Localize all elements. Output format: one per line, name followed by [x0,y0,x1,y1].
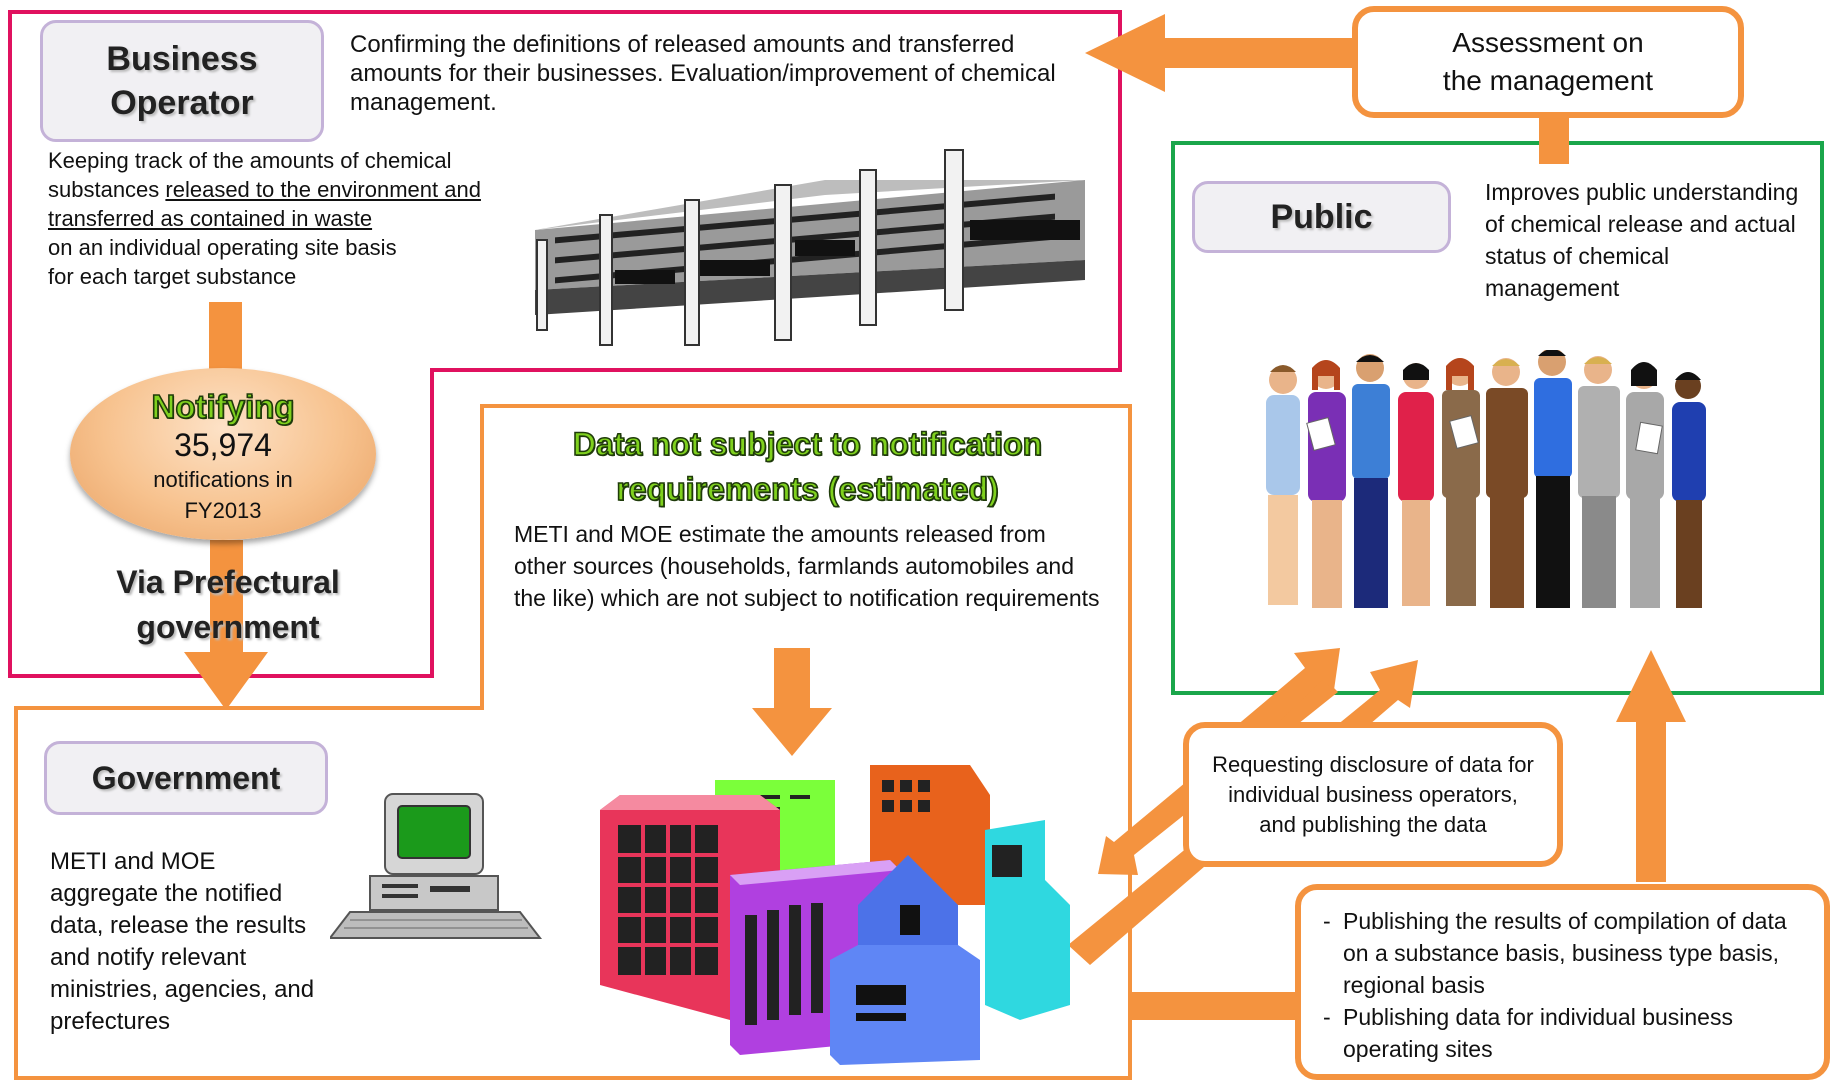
people-group-illustration [1266,350,1706,608]
data-not-subject-title-line-2: requirements (estimated) [616,470,1000,508]
requesting-box: Requesting disclosure of data for indivi… [1183,722,1563,867]
publishing-item-1: -Publishing the results of compilation o… [1323,908,1787,998]
public-frame [1171,141,1824,695]
via-prefectural-text: Via Prefectural government [88,560,368,650]
tracking-line-5: for each target substance [48,264,297,289]
via-prefectural-line-2: government [136,609,320,645]
arrow-gov-to-publishing [1132,992,1298,1020]
tracking-line-3: transferred as contained in waste [48,206,373,231]
tracking-line-2: substances released to the environment a… [48,177,481,202]
data-not-subject-title-line-1: Data not subject to notification [572,425,1043,463]
government-text: METI and MOE aggregate the notified data… [50,848,315,1035]
arrow-stem-publish-up [1636,720,1666,882]
publishing-item-2: -Publishing data for individual business… [1323,1004,1733,1062]
business-operator-header-text: Confirming the definitions of released a… [350,31,1056,116]
public-text: Improves public understanding of chemica… [1485,179,1799,301]
assessment-box: Assessment on the management [1352,6,1744,118]
data-not-subject-text: METI and MOE estimate the amounts releas… [514,521,1100,611]
arrow-data-down [752,648,832,756]
publishing-box: -Publishing the results of compilation o… [1295,884,1830,1080]
public-label: Public [1192,181,1451,253]
arrow-publish-up-head [1616,650,1686,722]
tracking-line-1: Keeping track of the amounts of chemical [48,148,452,173]
notifying-title: Notifying [151,387,296,426]
notifying-line-1: notifications in [153,467,293,492]
assessment-line-2: the management [1442,65,1654,96]
business-operator-label: Business Operator [40,20,324,142]
factory-building-illustration [535,149,1085,346]
arrow-assessment-to-operator-shape [1085,14,1352,92]
tracking-line-4: on an individual operating site basis [48,235,397,260]
notifying-ellipse: Notifying 35,974 notifications in FY2013 [70,368,376,540]
government-label: Government [44,741,328,815]
notifying-line-2: FY2013 [184,498,262,523]
via-prefectural-line-1: Via Prefectural [116,564,340,600]
business-operator-frame [8,10,1122,678]
assessment-line-1: Assessment on [1452,27,1644,58]
government-frame [14,404,1132,1080]
tracking-text: Keeping track of the amounts of chemical… [48,146,508,291]
data-not-subject-title: Data not subject to notification require… [500,422,1115,512]
computer-terminal-illustration [330,793,543,939]
connector-public-assessment [1539,112,1569,164]
arrow-notify-to-gov [184,540,268,710]
notifying-count: 35,974 [174,427,272,463]
city-buildings-illustration [600,765,1070,1065]
arrow-stem-operator-notify [209,302,242,372]
requesting-text: Requesting disclosure of data for indivi… [1212,751,1534,837]
